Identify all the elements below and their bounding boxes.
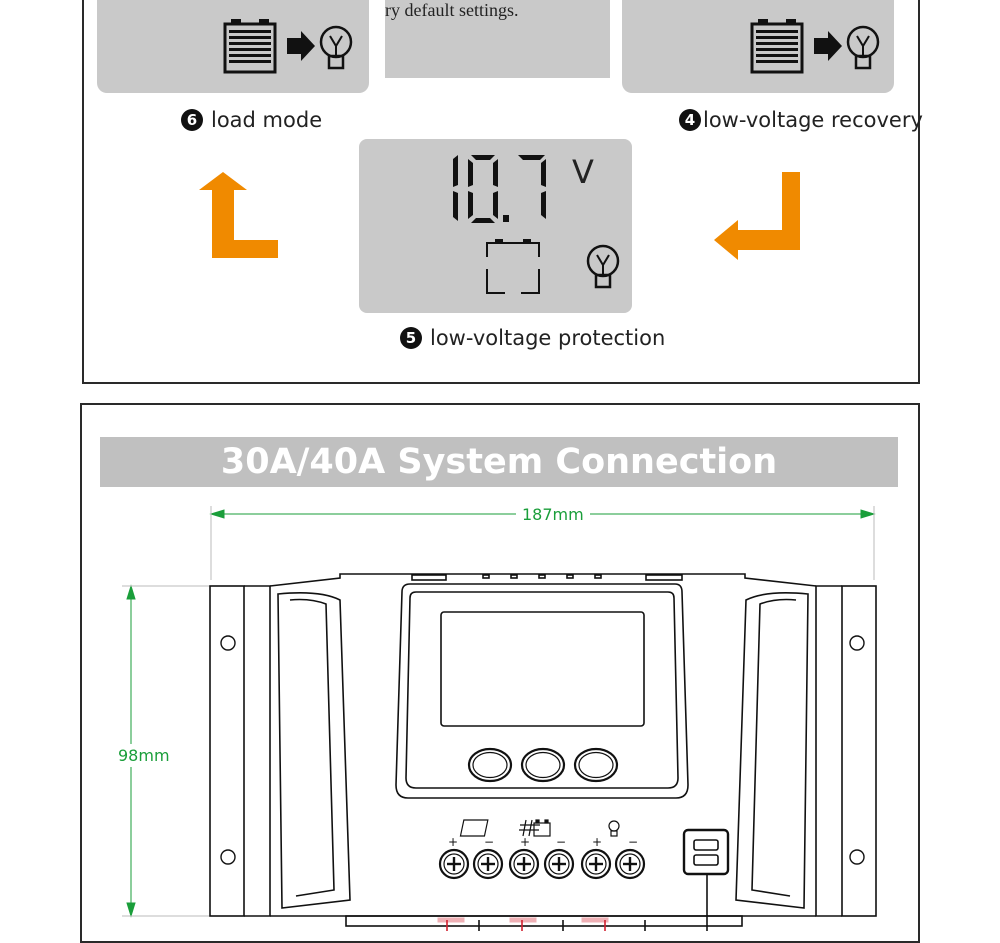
lcd-panel-load-mode	[97, 0, 369, 93]
up-arrow-icon	[199, 172, 278, 258]
mounting-hole	[849, 849, 865, 865]
width-dimension-label: 187mm	[516, 505, 590, 524]
battery-to-bulb-icon	[223, 19, 353, 74]
ok-button	[573, 747, 619, 783]
battery-outline-icon	[486, 239, 540, 294]
menu-button	[467, 747, 513, 783]
set-button	[520, 747, 566, 783]
terminal-sign: +	[520, 835, 530, 849]
screw-terminal	[543, 848, 575, 880]
note-panel: ry default settings.	[385, 0, 610, 78]
step-badge: 6	[181, 109, 203, 131]
lcd-panel-protection: V	[359, 139, 632, 313]
screw-terminal	[508, 848, 540, 880]
terminal-sign: −	[628, 835, 638, 849]
mounting-hole	[220, 635, 236, 651]
screw-terminal	[580, 848, 612, 880]
lcd-panel-recovery	[622, 0, 894, 93]
battery-to-bulb-icon	[750, 19, 880, 74]
screw-terminal	[438, 848, 470, 880]
step-badge: 4	[679, 109, 701, 131]
step-badge: 5	[400, 327, 422, 349]
bulb-small-icon	[608, 820, 620, 832]
solar-panel-icon	[459, 819, 489, 837]
bulb-icon	[586, 244, 620, 289]
left-arrow-icon	[714, 172, 800, 260]
mounting-hole	[220, 849, 236, 865]
terminal-sign: −	[556, 835, 566, 849]
lcd-unit: V	[572, 153, 594, 191]
lcd-window	[440, 611, 645, 727]
terminal-sign: −	[484, 835, 494, 849]
height-dimension-label: 98mm	[118, 744, 170, 767]
charge-controller-drawing: + − + − + −	[209, 573, 877, 931]
battery-small-icon	[533, 822, 551, 837]
usb-port	[682, 828, 730, 876]
seven-segment-display	[453, 155, 546, 223]
terminal-sign: +	[448, 835, 458, 849]
mounting-hole	[849, 635, 865, 651]
right-mounting-ear	[841, 585, 877, 917]
connection-title: 30A/40A System Connection	[100, 437, 898, 487]
note-text: ry default settings.	[385, 0, 519, 20]
top-section-frame	[82, 0, 920, 384]
screw-terminal	[614, 848, 646, 880]
left-mounting-ear	[209, 585, 245, 917]
screw-terminal	[472, 848, 504, 880]
terminal-sign: +	[592, 835, 602, 849]
